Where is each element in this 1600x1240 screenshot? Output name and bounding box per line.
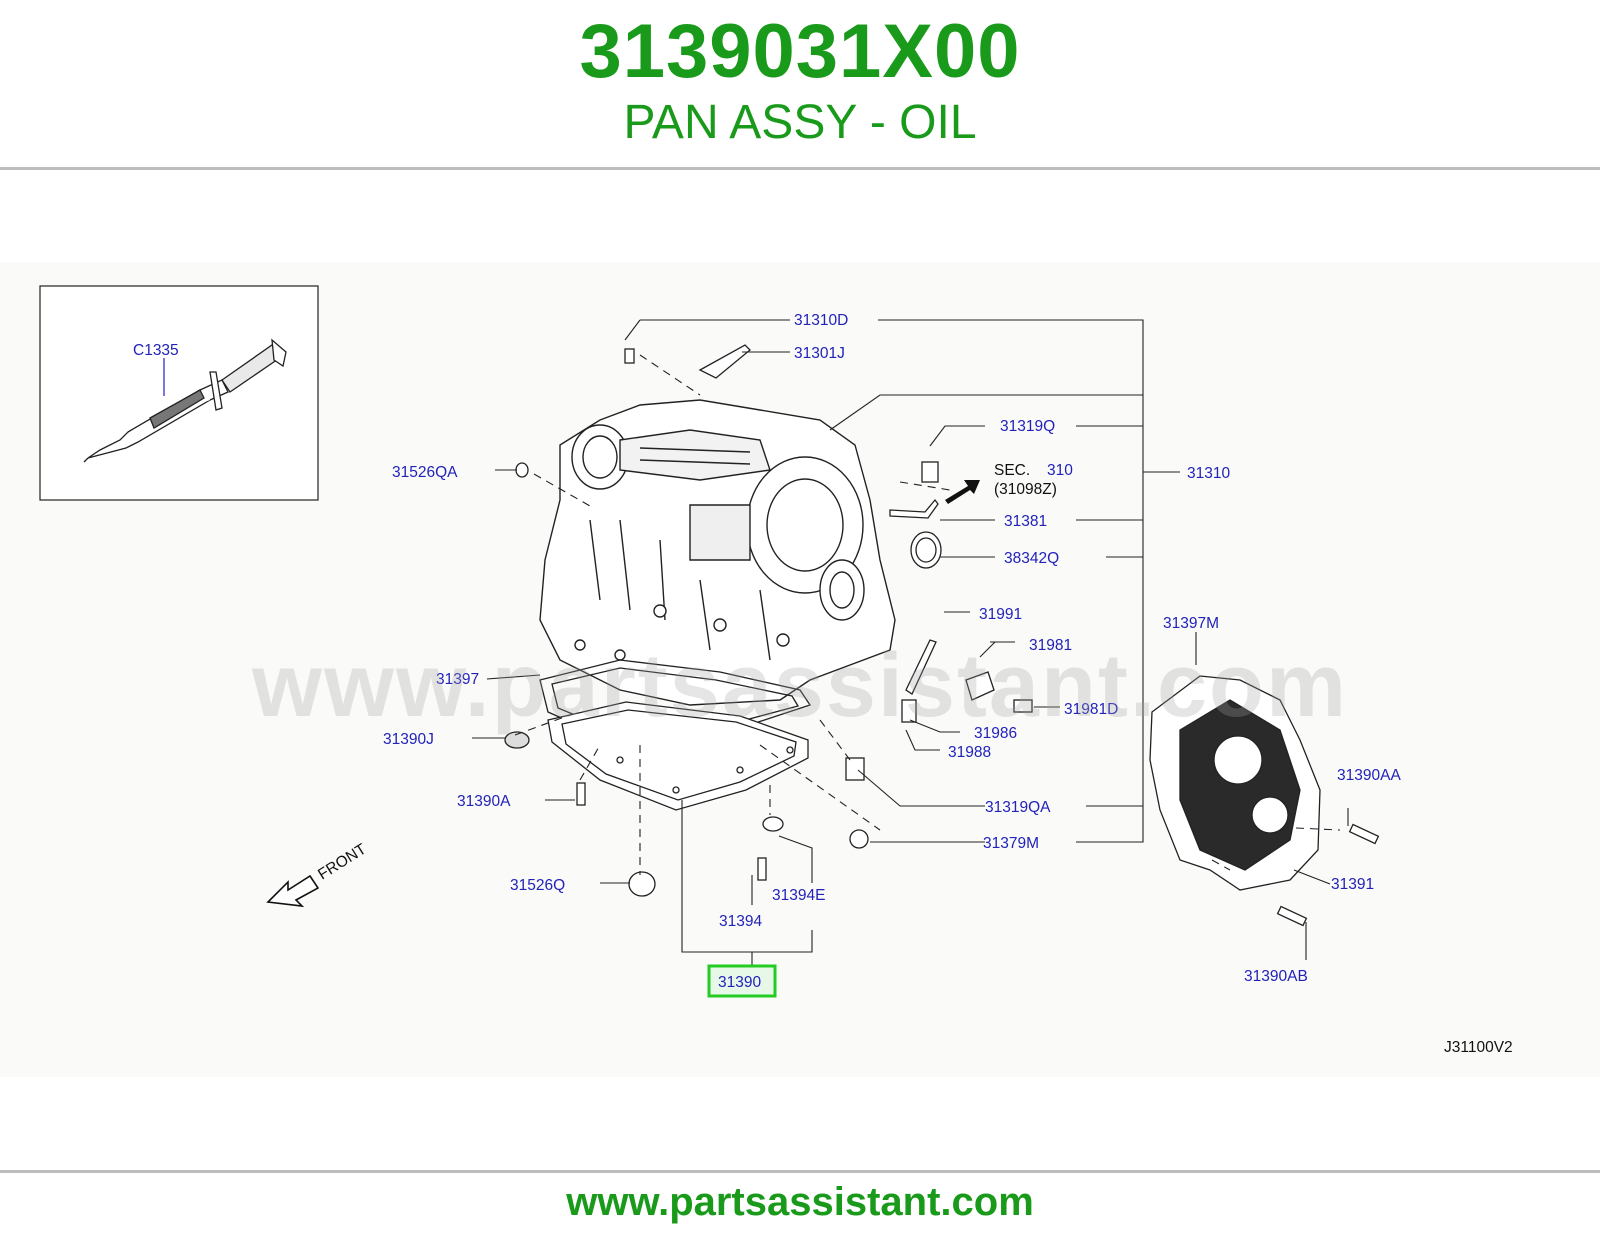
callout-sec: SEC.	[994, 462, 1030, 479]
front-arrow-icon	[266, 874, 320, 908]
transaxle-case	[539, 399, 896, 706]
callout-31319Q[interactable]: 31319Q	[1000, 418, 1055, 435]
callout-31381[interactable]: 31381	[1004, 513, 1047, 530]
callout-sec-number[interactable]: 310	[1047, 462, 1073, 479]
leader-lines	[472, 319, 1349, 968]
part-31394-bolt	[757, 857, 767, 881]
part-31986	[901, 699, 917, 723]
callout-31390A[interactable]: 31390A	[457, 793, 511, 810]
part-31526QA-oring	[515, 462, 529, 478]
callout-31526QA[interactable]: 31526QA	[392, 464, 458, 481]
part-31319Q-plug	[921, 461, 939, 483]
side-cover	[1149, 675, 1321, 891]
callout-31397M[interactable]: 31397M	[1163, 615, 1219, 632]
callout-31988[interactable]: 31988	[948, 744, 991, 761]
callout-31319QA[interactable]: 31319QA	[985, 799, 1051, 816]
diagram-canvas: C1335	[39, 285, 1513, 1056]
footer-divider	[0, 1170, 1600, 1173]
part-31310D-pin	[624, 348, 635, 364]
callout-31394E[interactable]: 31394E	[772, 887, 825, 904]
sec-arrow-icon	[945, 480, 980, 504]
callout-31390[interactable]: 31390	[718, 974, 761, 991]
header-divider	[0, 167, 1600, 170]
footer-url-link[interactable]: www.partsassistant.com	[566, 1180, 1034, 1224]
part-31390AA-bolt	[1348, 823, 1380, 845]
callout-labels: 31310D 31301J 31319Q SEC. 310 (31098Z) 3…	[383, 312, 1513, 1056]
page-header: 3139031X00 PAN ASSY - OIL	[0, 0, 1600, 170]
dashed-lines	[514, 354, 1341, 875]
part-31991-bracket	[905, 639, 937, 695]
part-31981D-bolt	[1013, 699, 1033, 713]
part-31390AB-bolt	[1276, 905, 1308, 927]
part-number-title: 3139031X00	[579, 9, 1021, 94]
callout-31526Q[interactable]: 31526Q	[510, 877, 565, 894]
callout-31310D[interactable]: 31310D	[794, 312, 848, 329]
callout-31390AA[interactable]: 31390AA	[1337, 767, 1401, 784]
callout-31394[interactable]: 31394	[719, 913, 762, 930]
callout-31379M[interactable]: 31379M	[983, 835, 1039, 852]
part-31379M-washer	[849, 829, 869, 849]
part-31390A-bolt	[576, 782, 586, 806]
callout-31391[interactable]: 31391	[1331, 876, 1374, 893]
callout-31986[interactable]: 31986	[974, 725, 1017, 742]
callout-sec-reference: (31098Z)	[994, 481, 1057, 498]
callout-38342Q[interactable]: 38342Q	[1004, 550, 1059, 567]
callout-31991[interactable]: 31991	[979, 606, 1022, 623]
part-31381-pipe	[889, 498, 939, 519]
callout-31390AB[interactable]: 31390AB	[1244, 968, 1308, 985]
part-31390J-washer	[504, 731, 530, 749]
callout-31390J[interactable]: 31390J	[383, 731, 434, 748]
part-31526Q-grommet	[628, 871, 656, 897]
oil-pan	[547, 701, 809, 811]
callout-31981[interactable]: 31981	[1029, 637, 1072, 654]
callout-31310[interactable]: 31310	[1187, 465, 1230, 482]
part-31394E-washer	[762, 816, 784, 832]
part-31981-bracket	[965, 671, 995, 701]
callout-C1335[interactable]: C1335	[133, 342, 179, 359]
sealant-inset: C1335	[39, 285, 319, 501]
part-name-subtitle: PAN ASSY - OIL	[623, 96, 977, 149]
front-label: FRONT	[315, 840, 370, 883]
callout-31981D[interactable]: 31981D	[1064, 701, 1118, 718]
part-31301J-bracket	[698, 344, 751, 379]
small-parts	[504, 344, 1380, 927]
part-31319QA-plug	[845, 757, 865, 781]
sealant-tube-illustration	[83, 338, 287, 463]
callout-31397[interactable]: 31397	[436, 671, 479, 688]
selected-part-highlight	[707, 964, 777, 998]
parts-diagram: C1335	[0, 262, 1600, 1077]
callout-31301J[interactable]: 31301J	[794, 345, 845, 362]
diagram-code: J31100V2	[1444, 1039, 1513, 1056]
